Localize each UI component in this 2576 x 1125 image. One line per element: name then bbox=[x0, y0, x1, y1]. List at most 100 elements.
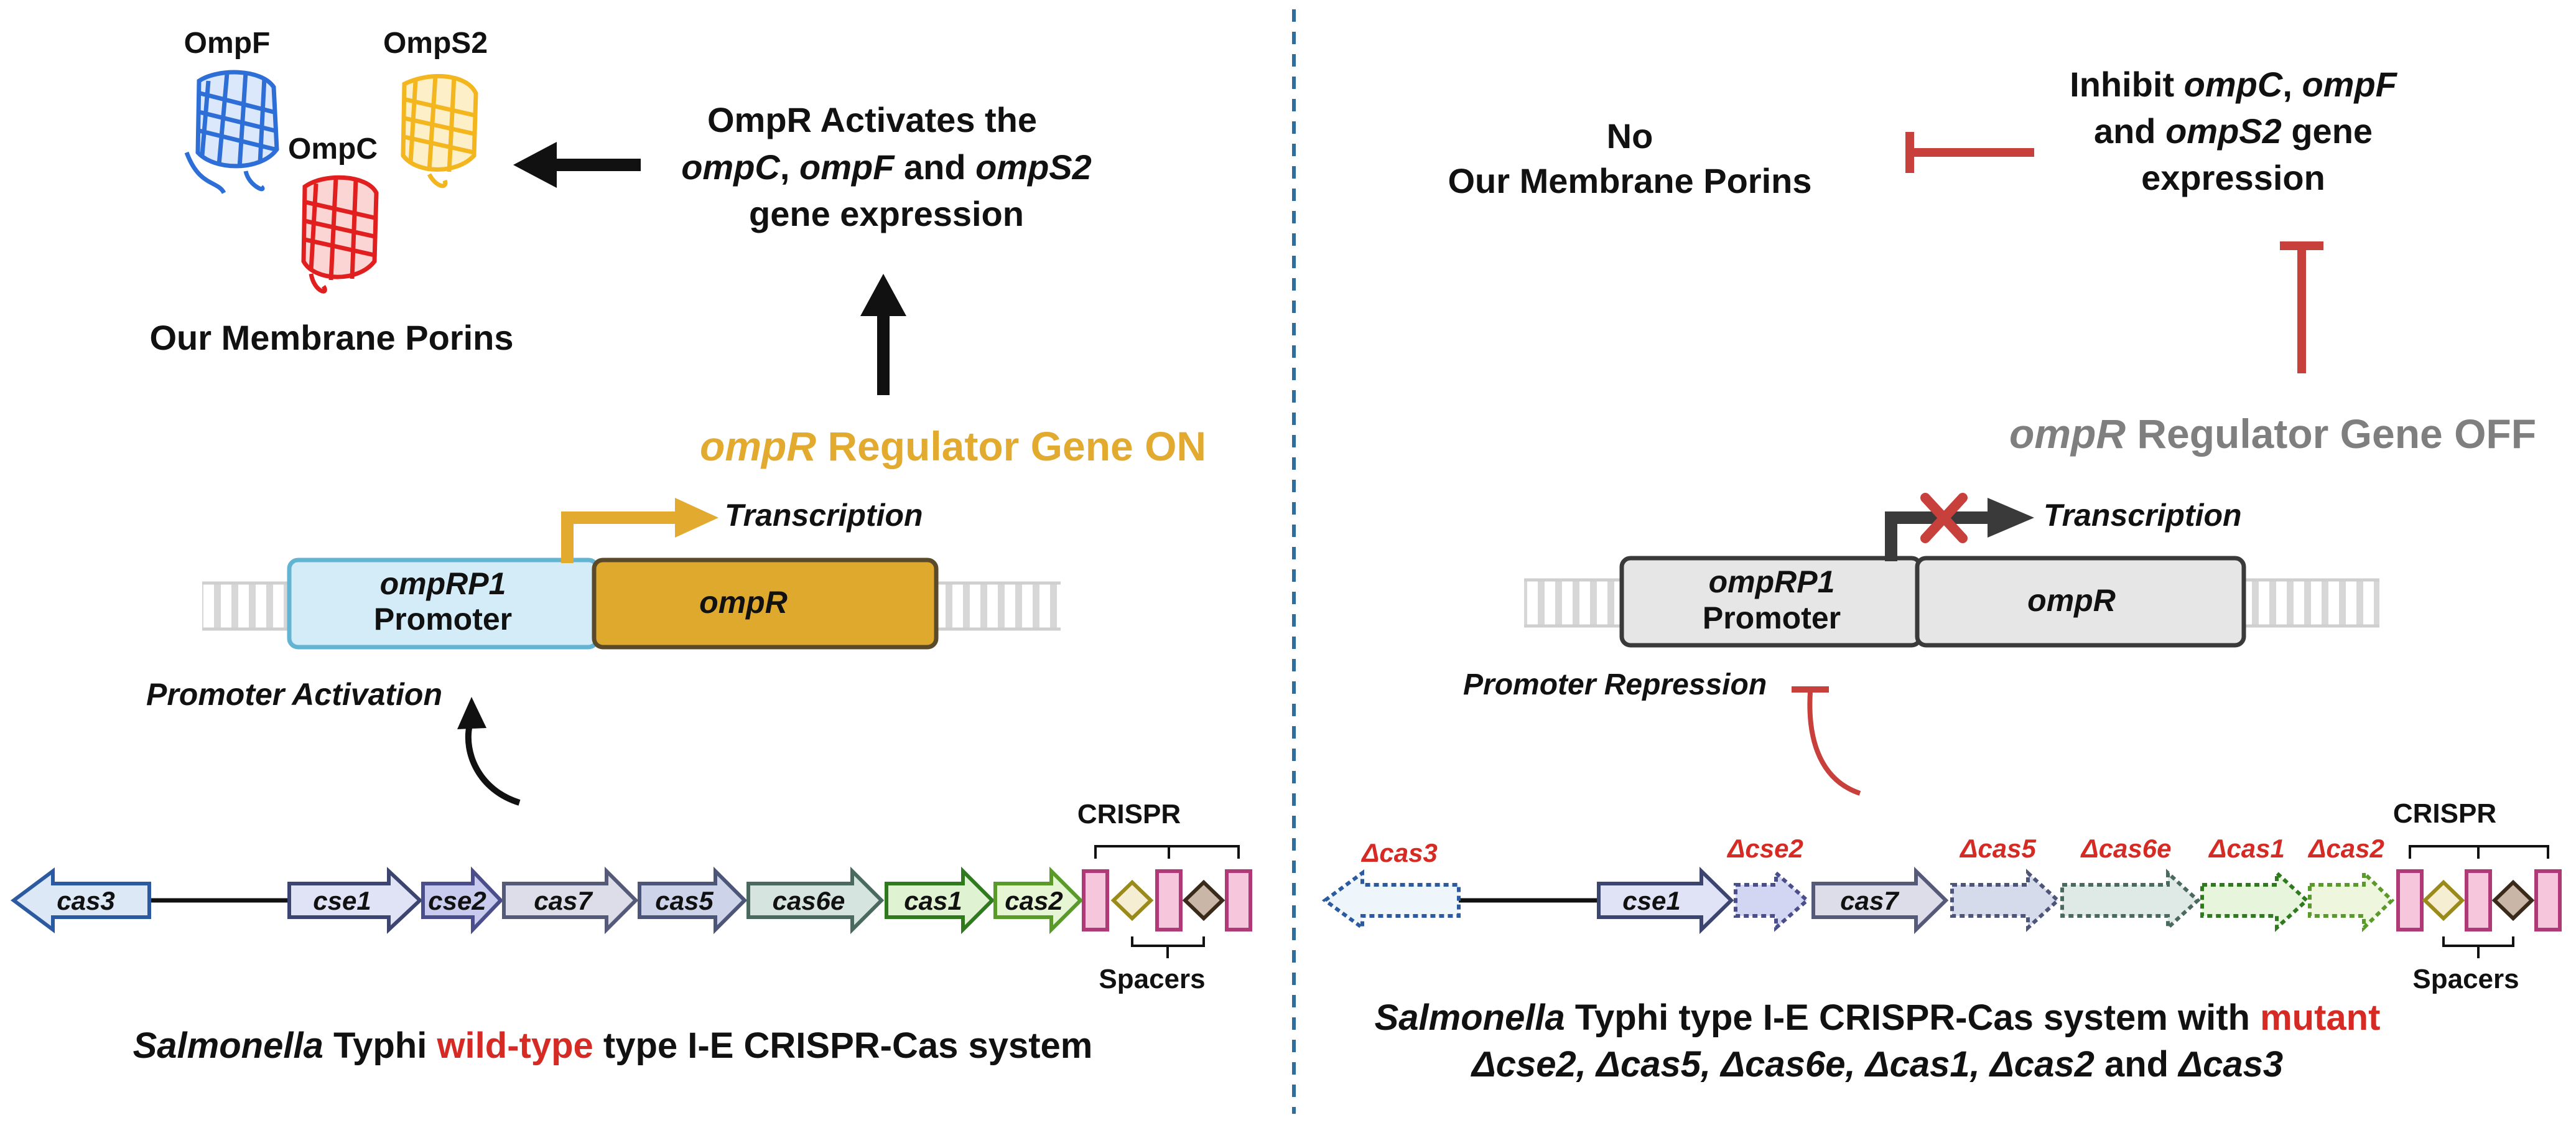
porin-ompf: OmpF bbox=[184, 27, 279, 194]
no-porins-line1: No bbox=[1607, 116, 1653, 156]
left-panel: OmpF OmpS2 OmpC Our Membrane Porins bbox=[10, 27, 1252, 1066]
gene-cse2: cse2 bbox=[421, 866, 504, 935]
gene-cse1-label: cse1 bbox=[1622, 886, 1680, 915]
crispr-repeat bbox=[1225, 869, 1252, 931]
promoter-name: ompRP1 bbox=[380, 566, 506, 601]
inhibit-word: Inhibit bbox=[2070, 65, 2184, 104]
promoter-name: ompRP1 bbox=[1709, 564, 1835, 599]
gene-cas7-label: cas7 bbox=[534, 886, 593, 915]
transcription-label: Transcription bbox=[725, 498, 923, 533]
gene-cse1: cse1 bbox=[1597, 866, 1734, 935]
inhibit-line2: and ompS2 gene bbox=[2094, 111, 2373, 151]
inhibit-gene-ompc: ompC bbox=[2184, 65, 2284, 104]
gene-cas3-label: cas3 bbox=[57, 886, 114, 915]
spacers-bracket bbox=[2442, 936, 2514, 947]
transcription-arrow bbox=[561, 498, 718, 563]
inhibit-and: and bbox=[2094, 111, 2165, 151]
repression-curve bbox=[1792, 686, 1861, 796]
right-caption-line1: Salmonella Typhi type I-E CRISPR-Cas sys… bbox=[1375, 997, 2381, 1038]
delta-cas2-label: Δcas2 bbox=[2307, 834, 2384, 863]
spacers-bracket bbox=[1131, 936, 1205, 947]
gene-cas6e-label: cas6e bbox=[773, 886, 845, 915]
right-panel: No Our Membrane Porins Inhibit ompC, omp… bbox=[1321, 65, 2562, 1085]
left-caption-genus: Salmonella bbox=[133, 1025, 323, 1066]
left-porins-caption: Our Membrane Porins bbox=[149, 318, 513, 357]
inhibit-sep1: , bbox=[2282, 65, 2302, 104]
arrow-to-porins bbox=[513, 142, 641, 188]
gene-cas2-label: cas2 bbox=[1005, 886, 1062, 915]
regulator-on-text: Regulator Gene ON bbox=[816, 423, 1206, 469]
crispr-bracket bbox=[1094, 845, 1240, 859]
right-caption-text: Typhi type I-E CRISPR-Cas system with bbox=[1565, 997, 2260, 1038]
delta-cas3-label: Δcas3 bbox=[1360, 838, 1438, 867]
ompf-structure-icon bbox=[184, 70, 279, 194]
omps2-label: OmpS2 bbox=[383, 27, 488, 60]
gene-delta-cas6e bbox=[2060, 869, 2201, 932]
omps2-structure-icon bbox=[401, 73, 478, 189]
left-caption-wild-type: wild-type bbox=[436, 1025, 593, 1066]
dna-right-strand bbox=[936, 582, 1061, 630]
promoter-label: Promoter bbox=[1703, 600, 1841, 635]
delta-cas6e-label: Δcas6e bbox=[2080, 834, 2172, 863]
inhibit-gene-word: gene bbox=[2282, 111, 2373, 151]
activation-sep1: , bbox=[780, 147, 799, 187]
crispr-spacer bbox=[2491, 879, 2535, 922]
crispr-repeat bbox=[1082, 869, 1109, 931]
promoter-label: Promoter bbox=[374, 602, 512, 637]
inhibit-gene-ompf: ompF bbox=[2302, 65, 2397, 104]
crispr-repeat bbox=[2465, 869, 2492, 931]
dna-left-strand bbox=[202, 582, 289, 630]
transcription-label: Transcription bbox=[2044, 498, 2242, 533]
inhibit-porins-bar bbox=[1905, 132, 2034, 173]
activation-and: and bbox=[894, 147, 975, 187]
regulator-off-gene: ompR bbox=[2009, 411, 2126, 457]
delta-cse2-label: Δcse2 bbox=[1726, 834, 1803, 863]
crispr-spacer bbox=[2422, 879, 2465, 922]
gene-cas1: cas1 bbox=[885, 866, 995, 935]
gene-cas6e: cas6e bbox=[746, 866, 885, 935]
arrow-up-activation bbox=[860, 274, 906, 395]
inhibit-line3: expression bbox=[2141, 158, 2325, 197]
gene-cas1-label: cas1 bbox=[904, 886, 962, 915]
gene-delta-cse2 bbox=[1734, 869, 1810, 932]
crispr-array bbox=[1082, 845, 1252, 958]
activation-gene-ompf: ompF bbox=[799, 147, 895, 187]
promoter-activation-label: Promoter Activation bbox=[146, 677, 442, 712]
gene-cas5: cas5 bbox=[638, 866, 748, 935]
spacers-label: Spacers bbox=[2412, 964, 2519, 994]
no-porins-line2: Our Membrane Porins bbox=[1448, 161, 1811, 200]
ompc-structure-icon bbox=[301, 175, 379, 294]
activation-line1: OmpR Activates the bbox=[707, 100, 1037, 139]
inhibit-line1: Inhibit ompC, ompF bbox=[2070, 65, 2398, 104]
activation-gene-omps2: ompS2 bbox=[975, 147, 1092, 187]
activation-line3: gene expression bbox=[749, 194, 1024, 233]
gene-cas7: cas7 bbox=[502, 866, 639, 935]
right-caption-line2: Δcse2, Δcas5, Δcas6e, Δcas1, Δcas2 and Δ… bbox=[1471, 1044, 2283, 1085]
delta-cas1-label: Δcas1 bbox=[2208, 834, 2285, 863]
regulator-on-gene: ompR bbox=[700, 423, 816, 469]
gene-delta-cas2 bbox=[2308, 868, 2395, 933]
dna-left-strand bbox=[1524, 579, 1624, 627]
crispr-spacer bbox=[1110, 879, 1154, 922]
gene-delta-cas1 bbox=[2200, 869, 2310, 932]
spacers-label: Spacers bbox=[1099, 964, 1205, 994]
crispr-label: CRISPR bbox=[2393, 798, 2496, 829]
gene-delta-cas3 bbox=[1321, 869, 1461, 931]
right-caption-deletions: Δcse2, Δcas5, Δcas6e, Δcas1, Δcas2 bbox=[1471, 1044, 2095, 1085]
right-caption-mutant: mutant bbox=[2260, 997, 2380, 1038]
crispr-label: CRISPR bbox=[1077, 799, 1181, 829]
right-caption-cas3: Δcas3 bbox=[2177, 1044, 2283, 1085]
right-caption-and: and bbox=[2095, 1044, 2178, 1085]
gene-cas7: cas7 bbox=[1811, 866, 1949, 935]
dna-right-strand bbox=[2243, 579, 2379, 627]
gene-cse1-label: cse1 bbox=[313, 886, 371, 915]
gene-cas3: cas3 bbox=[10, 867, 151, 933]
crispr-repeat bbox=[1155, 869, 1183, 931]
ompr-gene-box bbox=[592, 558, 939, 650]
gene-delta-cas5 bbox=[1950, 869, 2061, 932]
crispr-repeat bbox=[2534, 869, 2562, 931]
inhibit-gene-omps2: ompS2 bbox=[2165, 111, 2282, 151]
activation-curve-arrow bbox=[457, 697, 521, 806]
ompf-label: OmpF bbox=[184, 27, 271, 60]
